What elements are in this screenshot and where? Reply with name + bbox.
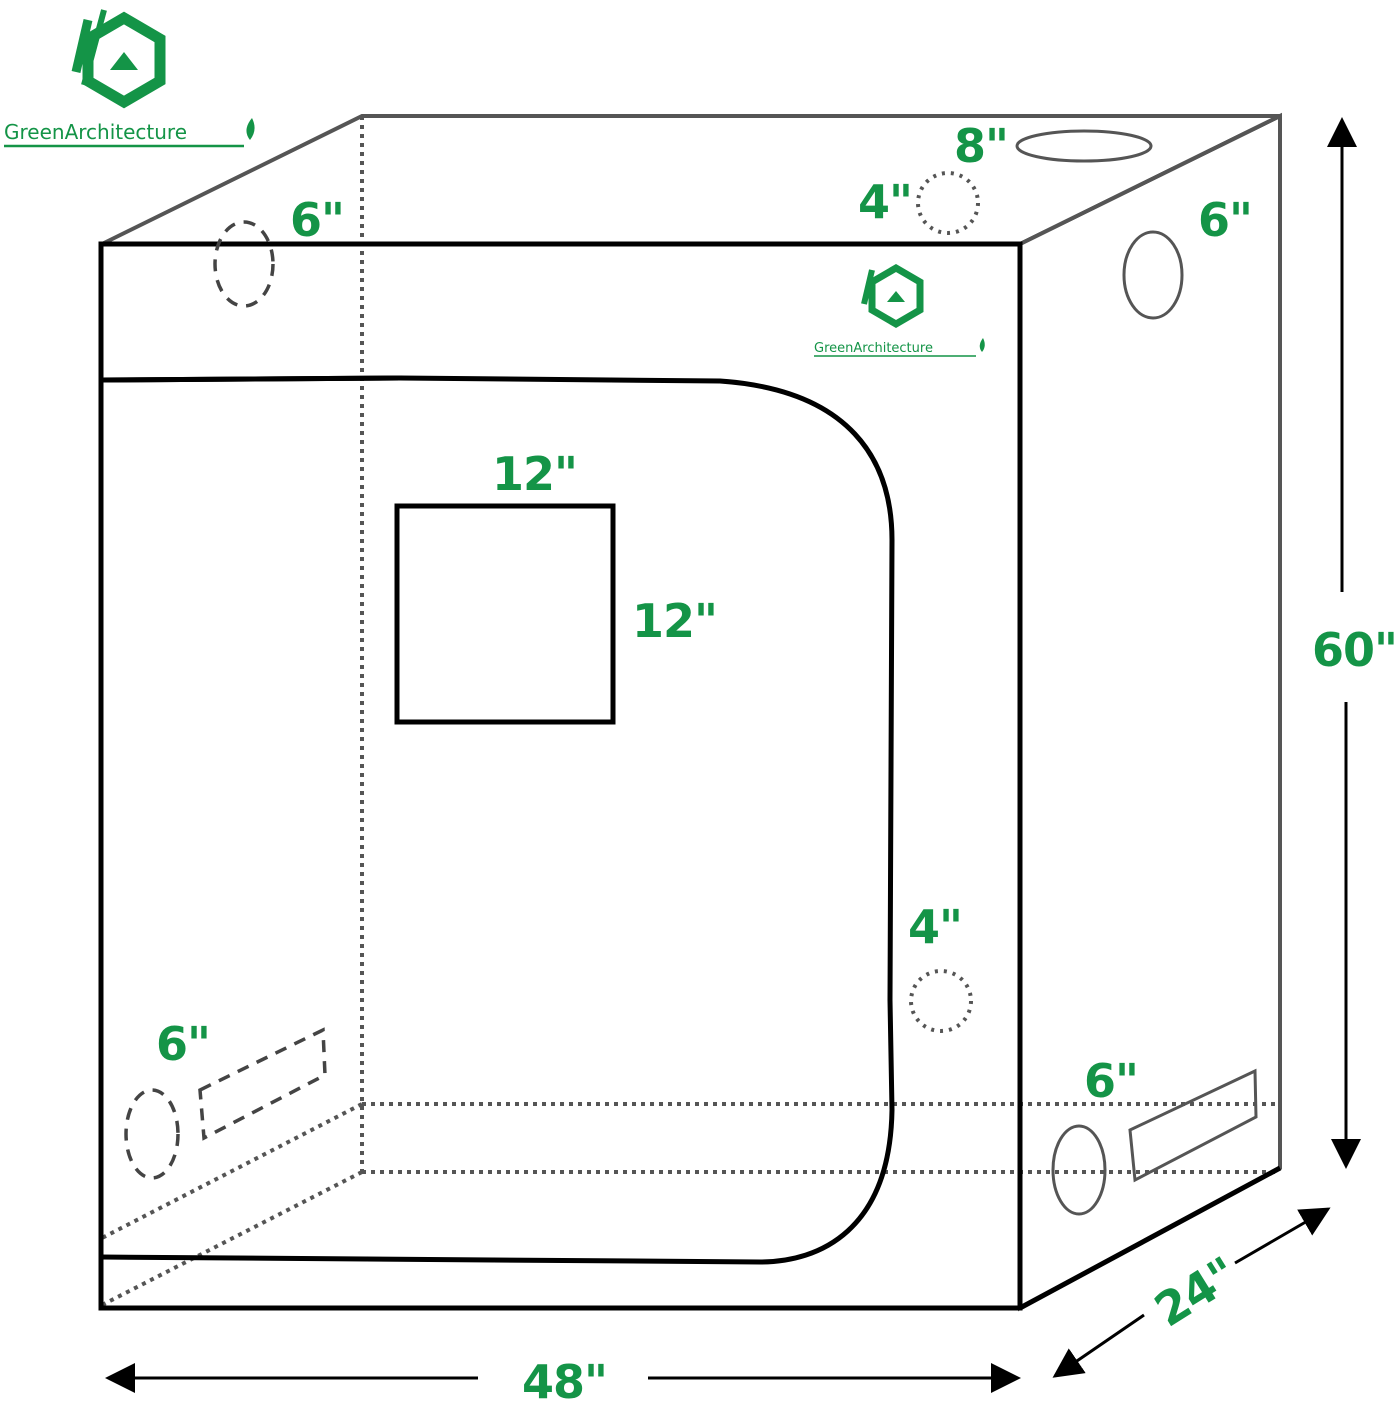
height-label: 60" <box>1312 623 1395 677</box>
leaf-icon <box>246 118 255 140</box>
tent-outline <box>98 112 1282 1312</box>
window-width-label: 12" <box>492 447 577 501</box>
door-port-4in-label: 4" <box>908 900 962 954</box>
depth-dimension: 24" <box>1052 1207 1331 1378</box>
top-port-8in <box>1015 129 1153 163</box>
brand-logo-text: GreenArchitecture <box>4 120 187 144</box>
leaf-icon <box>979 338 985 352</box>
right-lower-vent <box>1128 1068 1258 1183</box>
height-dimension: 60" <box>1312 117 1395 1169</box>
window-height-label: 12" <box>632 594 717 648</box>
width-dimension: 48" <box>105 1355 1021 1402</box>
brand-logo-icon <box>71 9 166 109</box>
door-zipper <box>100 375 895 1265</box>
right-lower-port-label: 6" <box>1084 1054 1138 1108</box>
right-upper-port-label: 6" <box>1198 193 1252 247</box>
left-upper-port-6in <box>213 220 275 308</box>
depth-arrow-down <box>1052 1313 1145 1378</box>
depth-label: 24" <box>1145 1246 1246 1337</box>
tent-logo-icon <box>861 263 924 329</box>
hidden-edges <box>101 116 1280 1307</box>
left-lower-port-label: 6" <box>156 1017 210 1071</box>
top-port-4in <box>916 171 980 235</box>
right-lower-port-6in <box>1051 1124 1107 1216</box>
left-upper-port-label: 6" <box>290 193 344 247</box>
top-port-4in-label: 4" <box>858 175 912 229</box>
width-label: 48" <box>522 1355 607 1402</box>
window <box>394 503 616 725</box>
left-lower-vent <box>198 1027 327 1141</box>
top-port-8in-label: 8" <box>954 119 1008 173</box>
brand-logo: GreenArchitecture <box>4 9 255 148</box>
tent-logo: GreenArchitecture <box>814 263 985 357</box>
right-upper-port-6in <box>1122 230 1184 320</box>
depth-arrow-up <box>1234 1207 1331 1265</box>
tent-logo-text: GreenArchitecture <box>814 341 933 356</box>
left-lower-port-6in <box>124 1088 180 1180</box>
door-port-4in <box>909 969 973 1033</box>
